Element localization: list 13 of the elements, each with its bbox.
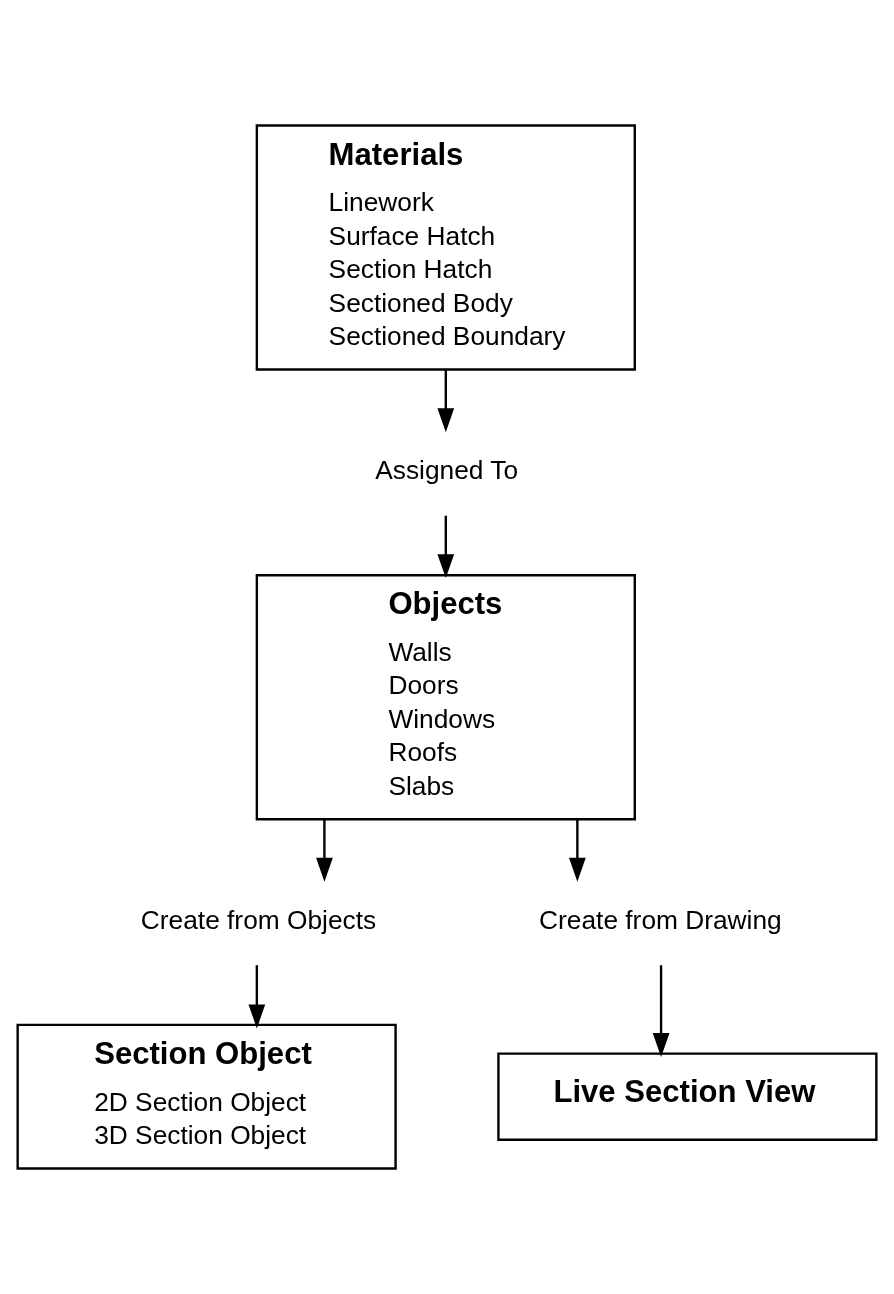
node-box: Live Section View bbox=[497, 1052, 878, 1141]
node-box: Materials Linework Surface Hatch Section Hatch Sectioned Body Sectioned Boundary bbox=[255, 124, 636, 371]
arrow bbox=[568, 819, 586, 882]
arrow bbox=[652, 965, 670, 1058]
node-text: Create from Drawing bbox=[539, 904, 782, 935]
node-text: Create from Objects bbox=[140, 904, 377, 935]
node-box: Section Object 2D Section Object 3D Section Object bbox=[16, 1023, 397, 1170]
node-text: Assigned To bbox=[375, 455, 519, 486]
arrow bbox=[437, 369, 455, 433]
node-box: Objects Walls Doors Windows Roofs Slabs bbox=[255, 574, 636, 821]
arrow bbox=[248, 965, 266, 1029]
arrow bbox=[437, 515, 455, 579]
arrow bbox=[316, 819, 333, 882]
